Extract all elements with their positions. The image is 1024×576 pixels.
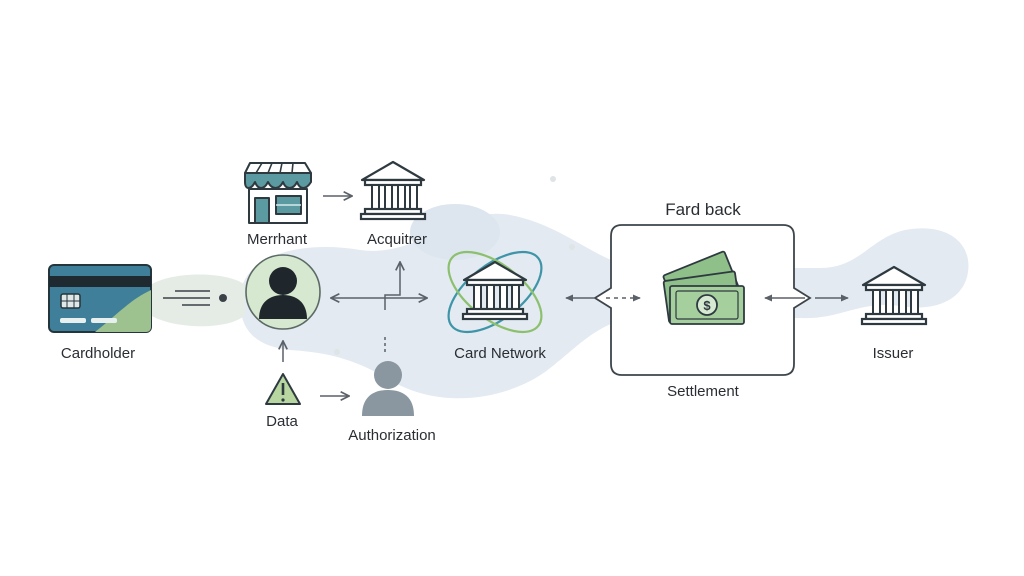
merchant-label: Merrhant bbox=[246, 231, 308, 248]
credit-card-icon bbox=[48, 264, 152, 333]
person-icon bbox=[245, 254, 321, 330]
card-network-label: Card Network bbox=[454, 345, 546, 362]
acquirer-bank-icon bbox=[359, 160, 427, 221]
settlement-label: Settlement bbox=[667, 383, 739, 400]
data-label: Data bbox=[266, 413, 298, 430]
acquirer-label: Acquitrer bbox=[366, 231, 428, 248]
card-network-icon bbox=[447, 250, 543, 334]
storefront-icon bbox=[244, 162, 312, 224]
authorization-person-icon bbox=[362, 361, 414, 416]
warning-icon bbox=[265, 373, 301, 405]
cardholder-label: Cardholder bbox=[60, 345, 136, 362]
authorization-label: Authorization bbox=[348, 427, 436, 444]
flow-arrows bbox=[283, 196, 849, 396]
cash-icon: $ bbox=[662, 250, 745, 325]
background-blobs bbox=[150, 176, 969, 399]
box-title: Fard back bbox=[665, 200, 741, 219]
issuer-label: Issuer bbox=[872, 345, 914, 362]
svg-text:$: $ bbox=[703, 298, 711, 313]
motion-lines bbox=[163, 290, 227, 306]
